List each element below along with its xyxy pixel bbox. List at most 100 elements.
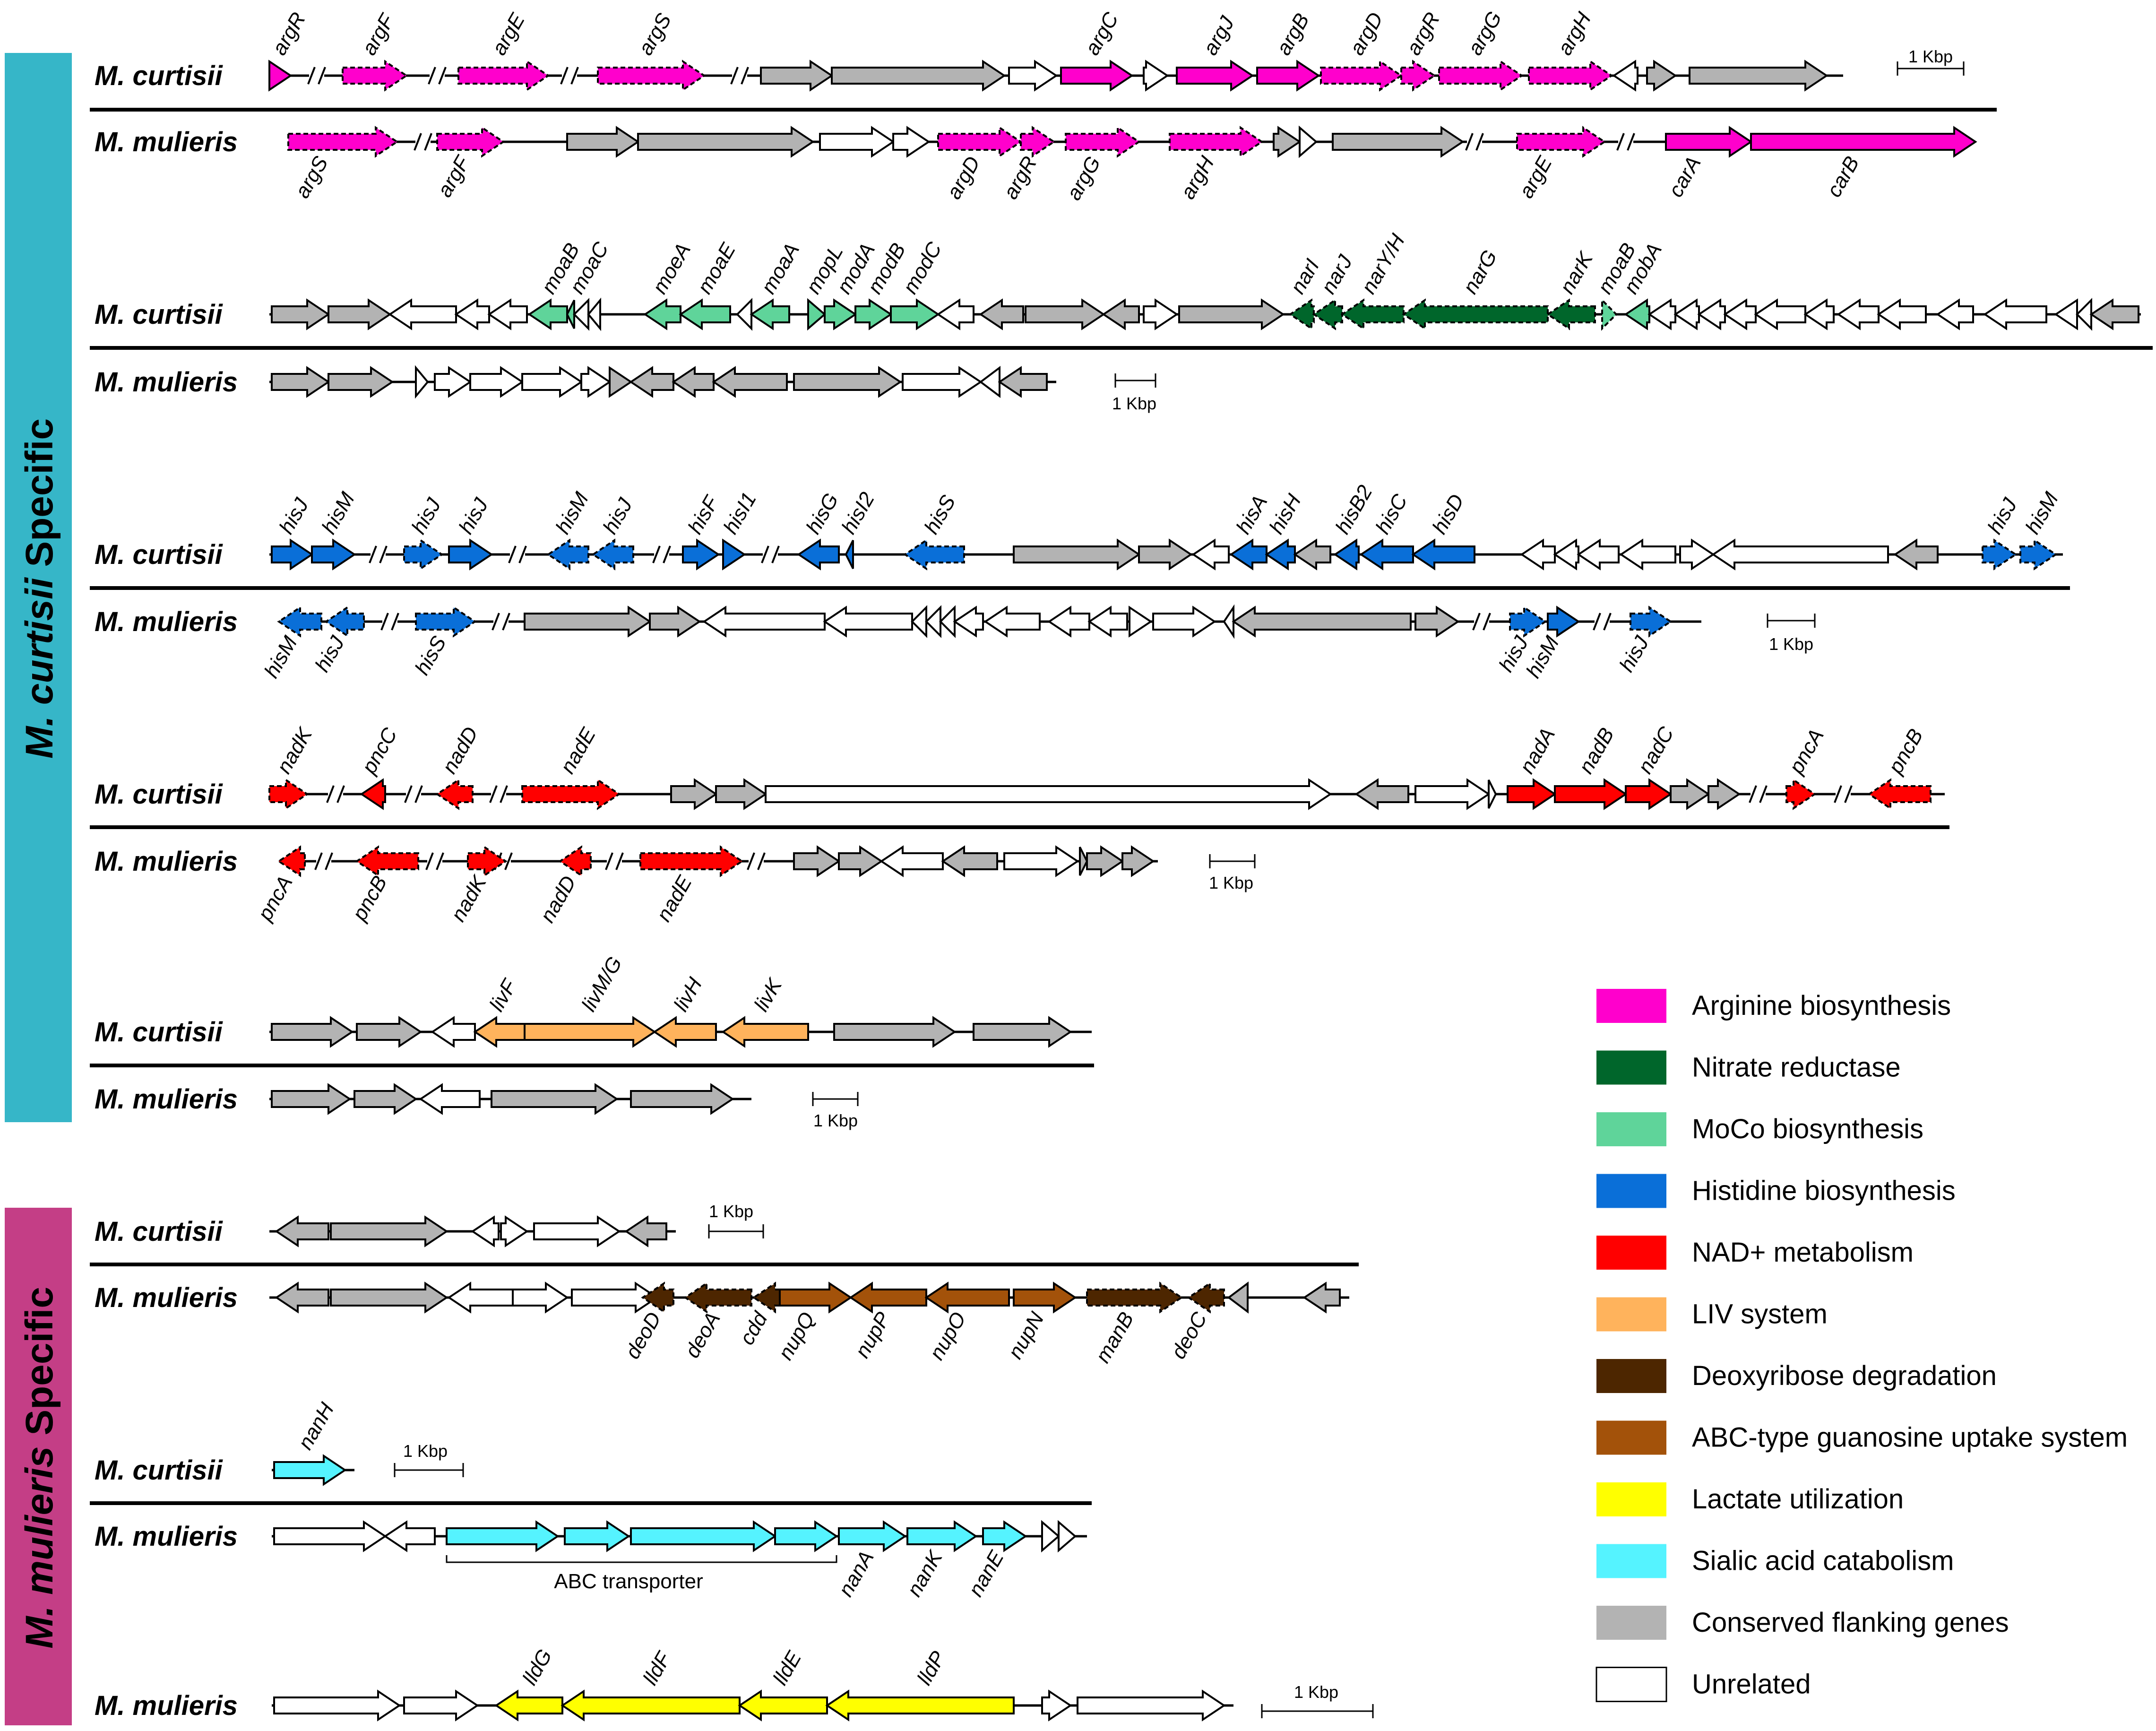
- break-mark: [326, 785, 345, 803]
- gene-arrow: [924, 1281, 1010, 1314]
- gene-arrow: [630, 1520, 777, 1552]
- gene-label: manB: [1091, 1308, 1138, 1367]
- gene-arrow: [1020, 126, 1056, 158]
- gene-arrow: [330, 1281, 448, 1314]
- gene-arrow: [1754, 298, 1806, 330]
- gene-arrow: [1025, 298, 1105, 330]
- gene-label: hisM: [1522, 632, 1564, 682]
- gene-arrow: [683, 1281, 752, 1314]
- gene-arrow: [491, 1083, 619, 1115]
- scale-bar: [1209, 854, 1256, 868]
- break-mark: [314, 852, 333, 870]
- gene-arrow: [524, 606, 652, 638]
- gene-arrow: [712, 366, 788, 398]
- gene-arrow: [1516, 126, 1606, 158]
- gene-label: hisS: [410, 632, 450, 679]
- genome-label: M. curtisii: [95, 299, 224, 330]
- gene-arrow: [1624, 298, 1650, 330]
- gene-arrow: [1708, 778, 1741, 810]
- gene-label: hisJ: [598, 494, 637, 538]
- gene-label: nadE: [556, 724, 600, 778]
- gene-label: nadA: [1515, 724, 1560, 778]
- gene-arrow: [1750, 126, 1977, 158]
- legend-swatch: [1596, 1420, 1666, 1455]
- gene-label: argS: [634, 9, 676, 59]
- gene-label: moeA: [648, 239, 695, 298]
- gene-arrow: [838, 845, 883, 877]
- gene-arrow: [533, 1215, 621, 1247]
- gene-arrow: [1577, 538, 1620, 571]
- gene-label: lldF: [638, 1647, 676, 1689]
- gene-arrow: [890, 298, 940, 330]
- break-mark: [489, 785, 508, 803]
- gene-arrow: [1402, 298, 1549, 330]
- gene-arrow: [1169, 126, 1264, 158]
- gene-arrow: [1359, 538, 1414, 571]
- legend-swatch: [1596, 1606, 1666, 1640]
- gene-arrow: [587, 297, 601, 331]
- gene-label: pncB: [347, 872, 392, 926]
- gene-arrow: [1612, 60, 1639, 92]
- gene-arrow: [328, 298, 392, 330]
- gene-arrow: [431, 1016, 476, 1048]
- gene-arrow: [1554, 778, 1628, 810]
- genome-label: M. mulieris: [95, 1084, 238, 1115]
- gene-arrow: [597, 60, 706, 92]
- scale-label: 1 Kbp: [709, 1202, 753, 1221]
- break-mark: [1616, 133, 1635, 151]
- gene-arrow: [906, 1520, 978, 1552]
- gene-label: argC: [1080, 8, 1123, 59]
- genome-label: M. curtisii: [95, 1455, 224, 1486]
- gene-arrow: [736, 298, 752, 331]
- gene-arrow: [1647, 298, 1676, 330]
- break-mark: [652, 545, 671, 563]
- gene-arrow: [527, 298, 568, 330]
- break-mark: [761, 545, 780, 563]
- gene-label: argR: [267, 9, 310, 59]
- gene-arrow: [1129, 606, 1153, 638]
- gene-arrow: [925, 605, 941, 638]
- gene-label: nadD: [536, 872, 581, 927]
- gene-arrow: [403, 538, 444, 571]
- gene-label: nanH: [293, 1399, 338, 1454]
- gene-arrow: [1785, 778, 1817, 810]
- break-mark: [1472, 613, 1491, 631]
- scale-label: 1 Kbp: [1112, 394, 1156, 413]
- gene-label: hisM: [260, 632, 302, 682]
- gene-label: lldE: [768, 1647, 806, 1689]
- gene-arrow: [435, 778, 474, 810]
- gene-arrow: [982, 1520, 1027, 1552]
- legend-label: ABC-type guanosine uptake system: [1692, 1422, 2128, 1453]
- sidebar-curtisii-species: M. curtisii: [18, 577, 61, 759]
- gene-label: nadC: [1633, 722, 1679, 778]
- gene-arrow: [1630, 606, 1673, 638]
- gene-arrow: [609, 366, 633, 398]
- gene-label: narI: [1286, 255, 1324, 298]
- genome-label: M. mulieris: [95, 1690, 238, 1721]
- gene-arrow: [1803, 298, 1835, 330]
- gene-label: carB: [1822, 153, 1864, 201]
- gene-label: narK: [1555, 248, 1598, 298]
- gene-arrow: [271, 366, 330, 398]
- gene-arrow: [360, 778, 386, 810]
- gene-arrow: [1320, 60, 1403, 92]
- gene-arrow: [271, 298, 330, 330]
- scale-bar: [1767, 614, 1816, 628]
- gene-arrow: [1138, 538, 1193, 571]
- gene-label: pncA: [253, 872, 297, 926]
- gene-arrow: [1411, 538, 1475, 571]
- gene-arrow: [793, 845, 841, 877]
- scale-labels: 1 Kbp 1 Kbp 1 Kbp 1 Kbp 1 Kbp 1 Kbp 1 Kb…: [403, 47, 1953, 1702]
- gene-arrow: [1143, 298, 1179, 330]
- gene-label: moaA: [757, 239, 804, 298]
- gene-arrow: [1008, 60, 1058, 92]
- gene-arrow: [1178, 298, 1285, 330]
- gene-arrow: [571, 1281, 659, 1314]
- gene-arrow: [273, 1520, 387, 1552]
- gene-arrow: [1665, 126, 1753, 158]
- gene-label: argE: [487, 9, 529, 59]
- genome-label: M. mulieris: [95, 127, 238, 157]
- genome-label: M. curtisii: [95, 779, 224, 810]
